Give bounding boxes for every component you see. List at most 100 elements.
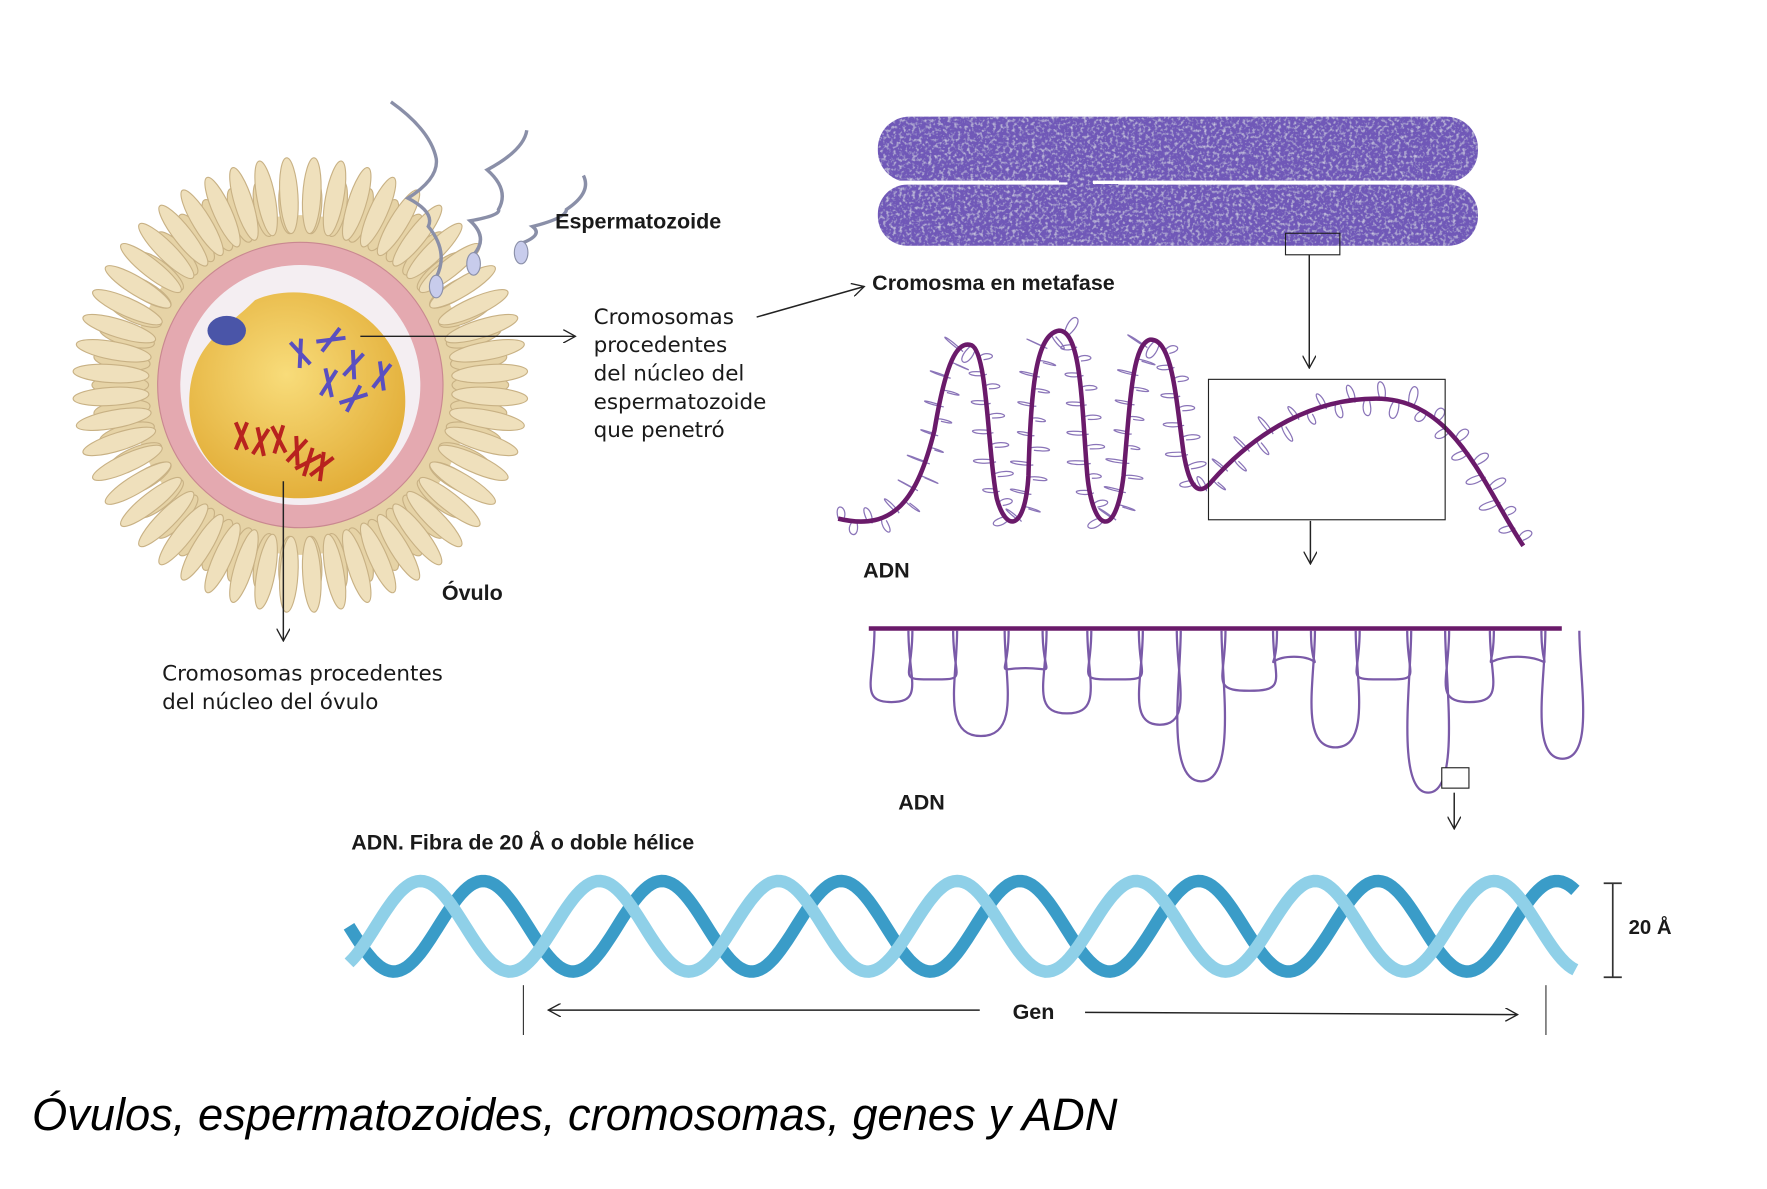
chromatin-loop — [1117, 503, 1136, 512]
sperm — [466, 129, 529, 276]
chromatin-loop — [1177, 405, 1196, 412]
chromatin-loop — [1377, 381, 1386, 402]
dna-loop — [1221, 630, 1278, 692]
svg-text:Cromosomas: Cromosomas — [594, 305, 734, 330]
chromosome — [342, 349, 365, 380]
chromatin-loop — [1478, 499, 1501, 511]
chromatin-loop — [989, 442, 1010, 448]
chromatin-loop — [1076, 354, 1092, 362]
chromatin-loop — [1028, 476, 1048, 482]
chromatin-fiber — [837, 328, 1526, 548]
polar-body — [207, 315, 246, 346]
egg-cytoplasm — [189, 292, 406, 499]
follicle-cell — [158, 503, 209, 566]
svg-text:que penetró: que penetró — [594, 418, 725, 443]
dna-loop — [1176, 630, 1227, 783]
chromatin-loop — [1033, 388, 1051, 394]
helix-title: ADN. Fibra de 20 Å o doble hélice — [351, 828, 694, 854]
chromatin-loop — [942, 389, 960, 396]
dna-loop — [869, 630, 914, 704]
chromosome — [316, 326, 346, 353]
follicle-cell — [359, 522, 397, 594]
dna-loop — [1310, 630, 1361, 749]
follicle-cell — [180, 513, 224, 581]
dna-label-2: ADN — [898, 791, 945, 815]
chromatin-loop — [1023, 505, 1041, 513]
ovum-label: Óvulo — [442, 580, 503, 605]
chromatin-loop — [1280, 424, 1294, 442]
svg-text:del núcleo del: del núcleo del — [594, 361, 745, 386]
follicle-cell — [92, 289, 163, 326]
chromatin-loop — [1407, 386, 1419, 407]
chromatin-loop — [1454, 428, 1470, 442]
zoom-box — [1207, 378, 1446, 521]
chromatin-loop — [936, 418, 953, 424]
follicle-cell — [429, 461, 496, 505]
follicle-cell — [180, 189, 224, 257]
metaphase-chromosome — [877, 116, 1478, 246]
chromatin-loop — [1123, 474, 1144, 480]
follicle-cell — [301, 157, 322, 235]
follicle-cell — [75, 339, 152, 363]
dna-loop — [1042, 630, 1092, 715]
ovum — [72, 157, 529, 613]
follicle-cell — [82, 426, 157, 457]
dna-loop — [1489, 630, 1546, 664]
chromatin-loop — [1233, 458, 1247, 472]
chromatin-loop — [1050, 334, 1065, 350]
chromatin-loop — [1334, 402, 1344, 419]
follicle-cell — [359, 176, 397, 248]
dna-loop — [1087, 630, 1144, 681]
follicle-cell — [444, 426, 519, 457]
chromatin-loop — [848, 520, 859, 536]
chromatin-loop — [1212, 479, 1226, 491]
chromatin-loop — [1517, 529, 1533, 541]
follicle-cell — [104, 265, 172, 309]
follicle-cell — [72, 386, 150, 407]
chromosome — [338, 384, 369, 413]
follicle-cell — [204, 176, 241, 248]
chromatin-loop — [881, 517, 891, 533]
gene-arrow-right — [1085, 1012, 1518, 1014]
gene-label: Gen — [1013, 1000, 1055, 1024]
chromatin-loop — [961, 344, 977, 363]
dna-label-1: ADN — [863, 559, 910, 583]
sperm-chromosomes-label: Cromosomas procedentes del núcleo del es… — [594, 305, 767, 443]
chromatin-loop — [984, 383, 1001, 390]
follicle-cell — [278, 157, 299, 235]
svg-text:Cromosomas procedentes: Cromosomas procedentes — [162, 662, 443, 687]
follicle-cell — [104, 461, 172, 505]
chromatin-loop — [1502, 505, 1517, 516]
sperm-label: Espermatozoide — [555, 210, 721, 234]
chromatin-loop — [992, 470, 1014, 478]
chromatin-loop — [1063, 316, 1079, 336]
svg-text:espermatozoide: espermatozoide — [594, 390, 767, 415]
follicle-cell — [120, 242, 182, 294]
chromosome — [285, 435, 309, 466]
chromatin-loop — [1082, 414, 1102, 421]
dna-loop — [952, 630, 1009, 738]
dna-loop — [1003, 630, 1048, 671]
follicle-cell — [204, 522, 241, 594]
helix-width-label: 20 Å — [1629, 915, 1672, 939]
dna-loop — [1355, 630, 1412, 681]
dna-loop — [1406, 630, 1451, 794]
chromatin-loop — [1172, 375, 1189, 383]
chromatin-loop — [978, 353, 993, 361]
follicle-cell — [254, 160, 278, 237]
follicle-cell — [82, 313, 157, 344]
sperm-cells — [389, 100, 588, 299]
metaphase-label: Cromosma en metafase — [872, 271, 1115, 295]
follicle-cell — [429, 265, 496, 309]
figure-title: Óvulos, espermatozoides, cromosomas, gen… — [32, 1089, 1118, 1140]
chromatin-loop — [1472, 452, 1490, 466]
chromatin-loop — [1465, 474, 1487, 485]
dna-loop — [1137, 630, 1182, 726]
chromatin-loop — [919, 474, 939, 484]
chromatin-loop — [1131, 386, 1150, 393]
chromatin-loop — [1087, 517, 1105, 529]
chromatin-loop — [1451, 449, 1470, 461]
chromatin-loop — [1488, 477, 1507, 491]
follicle-cell — [158, 204, 209, 267]
